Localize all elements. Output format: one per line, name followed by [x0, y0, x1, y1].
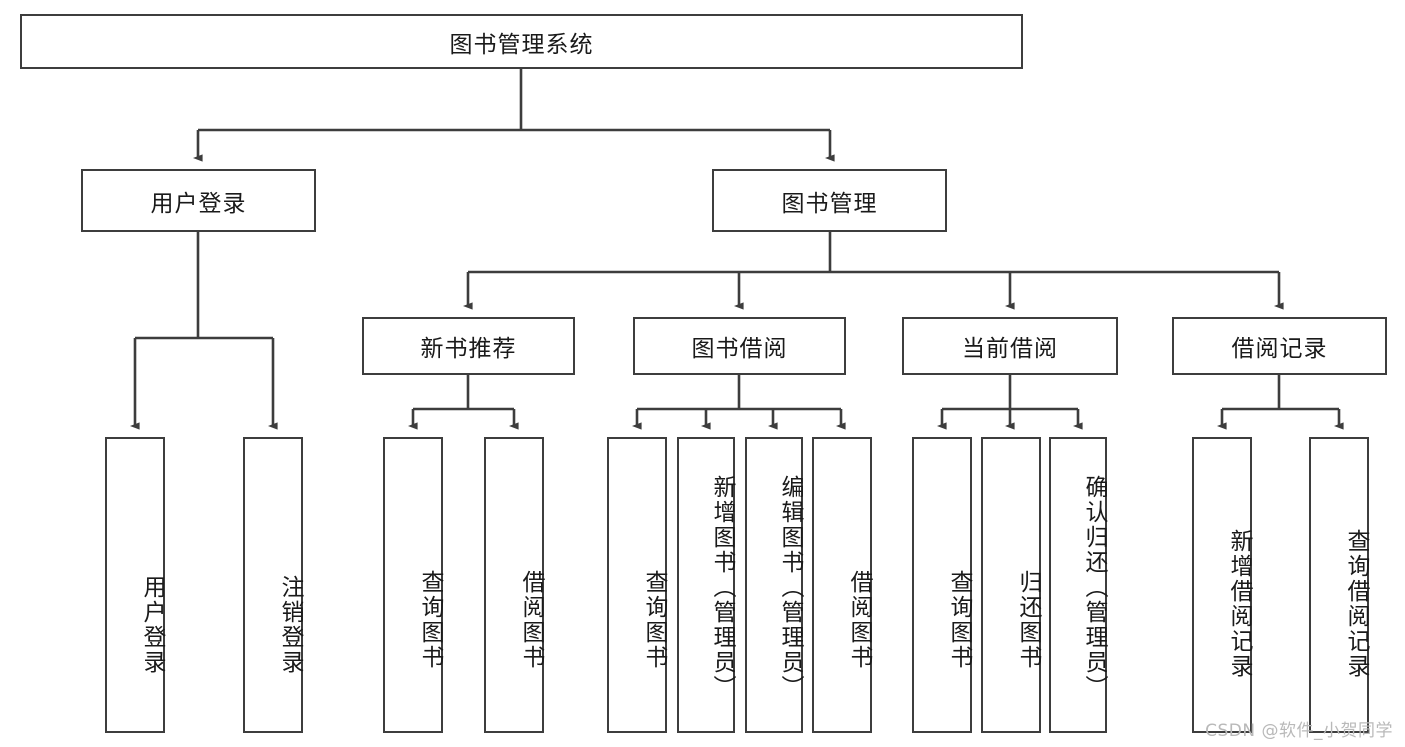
- node-book-borrow-label: 图书借阅: [691, 336, 788, 362]
- node-user-login-label: 用户登录: [150, 190, 247, 217]
- node-leaf-edit-book-label: 编辑图书（管理员）: [777, 474, 803, 700]
- node-leaf-query-book-3[interactable]: 查询图书: [912, 437, 972, 733]
- node-leaf-logout-login[interactable]: 注销登录: [243, 437, 303, 733]
- node-leaf-return-book-label: 归还图书: [1015, 570, 1041, 670]
- node-borrow-record-label: 借阅记录: [1231, 336, 1328, 362]
- node-leaf-borrow-book-2[interactable]: 借阅图书: [812, 437, 872, 733]
- node-leaf-add-book-label: 新增图书（管理员）: [709, 474, 735, 700]
- node-leaf-query-record[interactable]: 查询借阅记录: [1309, 437, 1369, 733]
- node-current-borrow[interactable]: 当前借阅: [902, 317, 1118, 375]
- node-leaf-borrow-book-1[interactable]: 借阅图书: [484, 437, 544, 733]
- node-borrow-record[interactable]: 借阅记录: [1172, 317, 1387, 375]
- node-leaf-confirm-return[interactable]: 确认归还（管理员）: [1049, 437, 1107, 733]
- node-user-login[interactable]: 用户登录: [81, 169, 316, 232]
- node-book-management-label: 图书管理: [781, 190, 878, 217]
- node-leaf-add-record[interactable]: 新增借阅记录: [1192, 437, 1252, 733]
- node-root-label: 图书管理系统: [449, 31, 594, 58]
- node-leaf-logout-login-label: 注销登录: [277, 575, 303, 675]
- node-leaf-add-record-label: 新增借阅记录: [1226, 529, 1252, 679]
- node-new-book-recommend[interactable]: 新书推荐: [362, 317, 575, 375]
- node-leaf-borrow-book-2-label: 借阅图书: [846, 570, 872, 670]
- node-leaf-add-book[interactable]: 新增图书（管理员）: [677, 437, 735, 733]
- node-book-borrow[interactable]: 图书借阅: [633, 317, 846, 375]
- node-leaf-user-login-label: 用户登录: [139, 575, 165, 675]
- node-leaf-query-book-1-label: 查询图书: [417, 570, 443, 670]
- node-book-management[interactable]: 图书管理: [712, 169, 947, 232]
- node-leaf-edit-book[interactable]: 编辑图书（管理员）: [745, 437, 803, 733]
- node-root[interactable]: 图书管理系统: [20, 14, 1023, 69]
- node-leaf-query-record-label: 查询借阅记录: [1343, 529, 1369, 679]
- node-leaf-query-book-2[interactable]: 查询图书: [607, 437, 667, 733]
- node-current-borrow-label: 当前借阅: [962, 336, 1058, 362]
- node-new-book-recommend-label: 新书推荐: [420, 336, 517, 362]
- node-leaf-user-login[interactable]: 用户登录: [105, 437, 165, 733]
- node-leaf-return-book[interactable]: 归还图书: [981, 437, 1041, 733]
- node-leaf-query-book-3-label: 查询图书: [946, 570, 972, 670]
- node-leaf-borrow-book-1-label: 借阅图书: [518, 570, 544, 670]
- node-leaf-confirm-return-label: 确认归还（管理员）: [1081, 474, 1107, 700]
- node-leaf-query-book-2-label: 查询图书: [641, 570, 667, 670]
- node-leaf-query-book-1[interactable]: 查询图书: [383, 437, 443, 733]
